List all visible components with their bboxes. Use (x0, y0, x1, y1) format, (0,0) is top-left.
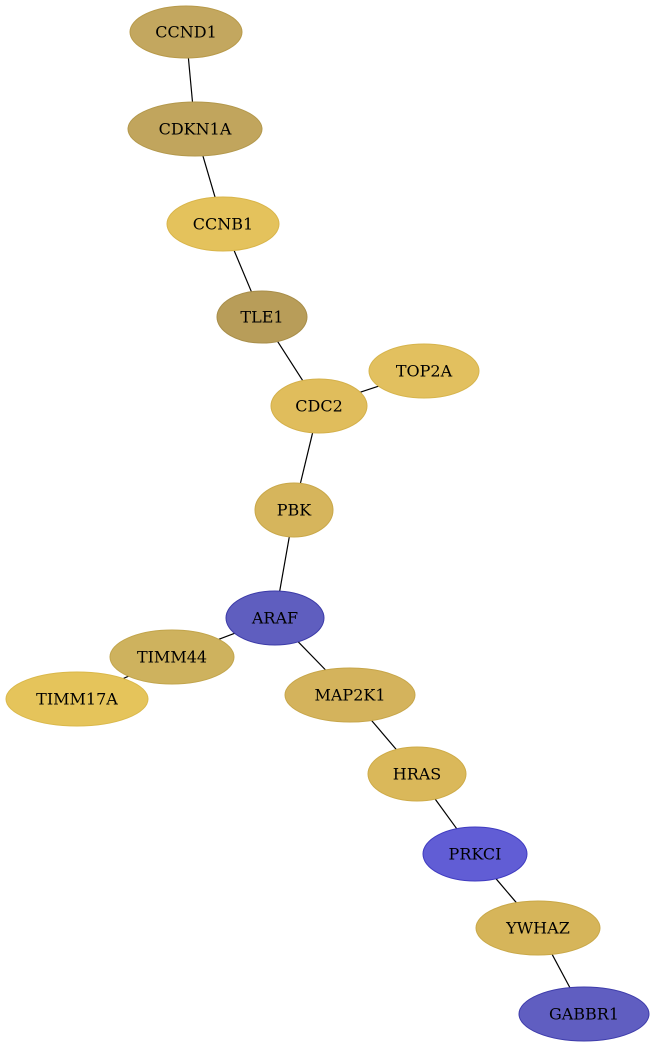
node-ellipse-ccnb1 (166, 196, 280, 252)
node-hras: HRAS (367, 746, 467, 802)
edge-pbk-araf (279, 536, 290, 592)
edge-map2k1-hras (371, 720, 397, 750)
node-cdkn1a: CDKN1A (127, 101, 263, 157)
node-ellipse-cdc2 (270, 378, 368, 434)
node-prkci: PRKCI (422, 826, 528, 882)
node-label-tle1: TLE1 (240, 308, 283, 327)
node-ellipse-top2a (368, 343, 480, 399)
node-label-gabbr1: GABBR1 (549, 1005, 619, 1024)
node-ellipse-hras (367, 746, 467, 802)
edge-cdkn1a-ccnb1 (202, 155, 216, 198)
edge-timm44-timm17a (123, 675, 129, 680)
node-label-ccnd1: CCND1 (155, 23, 217, 42)
node-ellipse-araf (225, 590, 325, 646)
node-ellipse-map2k1 (284, 667, 416, 723)
edge-araf-timm44 (218, 632, 235, 640)
node-label-ywhaz: YWHAZ (505, 919, 570, 938)
edge-cdc2-top2a (360, 385, 379, 393)
edges-layer (123, 57, 571, 988)
node-label-prkci: PRKCI (449, 845, 502, 864)
node-ccnb1: CCNB1 (166, 196, 280, 252)
node-label-cdc2: CDC2 (295, 397, 343, 416)
node-cdc2: CDC2 (270, 378, 368, 434)
node-label-cdkn1a: CDKN1A (159, 120, 232, 139)
node-pbk: PBK (254, 482, 334, 538)
node-tle1: TLE1 (216, 290, 308, 344)
node-ellipse-ccnd1 (129, 5, 243, 59)
node-label-top2a: TOP2A (396, 362, 453, 381)
node-ellipse-timm17a (5, 671, 149, 727)
edge-ccnb1-tle1 (233, 250, 252, 292)
node-ellipse-gabbr1 (518, 986, 650, 1042)
edge-ccnd1-cdkn1a (187, 57, 194, 103)
node-label-hras: HRAS (393, 765, 442, 784)
node-ellipse-timm44 (109, 629, 235, 685)
node-ellipse-cdkn1a (127, 101, 263, 157)
node-ellipse-tle1 (216, 290, 308, 344)
node-label-ccnb1: CCNB1 (193, 215, 253, 234)
edge-prkci-ywhaz (495, 878, 517, 904)
node-label-araf: ARAF (251, 609, 298, 628)
node-ellipse-ywhaz (475, 900, 601, 956)
node-ywhaz: YWHAZ (475, 900, 601, 956)
node-label-timm44: TIMM44 (137, 648, 207, 667)
edge-cdc2-pbk (299, 432, 314, 484)
node-label-pbk: PBK (277, 501, 313, 520)
node-map2k1: MAP2K1 (284, 667, 416, 723)
node-label-timm17a: TIMM17A (36, 690, 118, 709)
node-label-map2k1: MAP2K1 (314, 686, 385, 705)
edge-hras-prkci (434, 798, 458, 830)
node-ellipse-pbk (254, 482, 334, 538)
node-ellipse-prkci (422, 826, 528, 882)
node-araf: ARAF (225, 590, 325, 646)
node-top2a: TOP2A (368, 343, 480, 399)
node-timm17a: TIMM17A (5, 671, 149, 727)
node-timm44: TIMM44 (109, 629, 235, 685)
node-ccnd1: CCND1 (129, 5, 243, 59)
node-gabbr1: GABBR1 (518, 986, 650, 1042)
edge-tle1-cdc2 (277, 341, 304, 381)
edge-ywhaz-gabbr1 (551, 954, 571, 988)
edge-araf-map2k1 (297, 641, 327, 671)
